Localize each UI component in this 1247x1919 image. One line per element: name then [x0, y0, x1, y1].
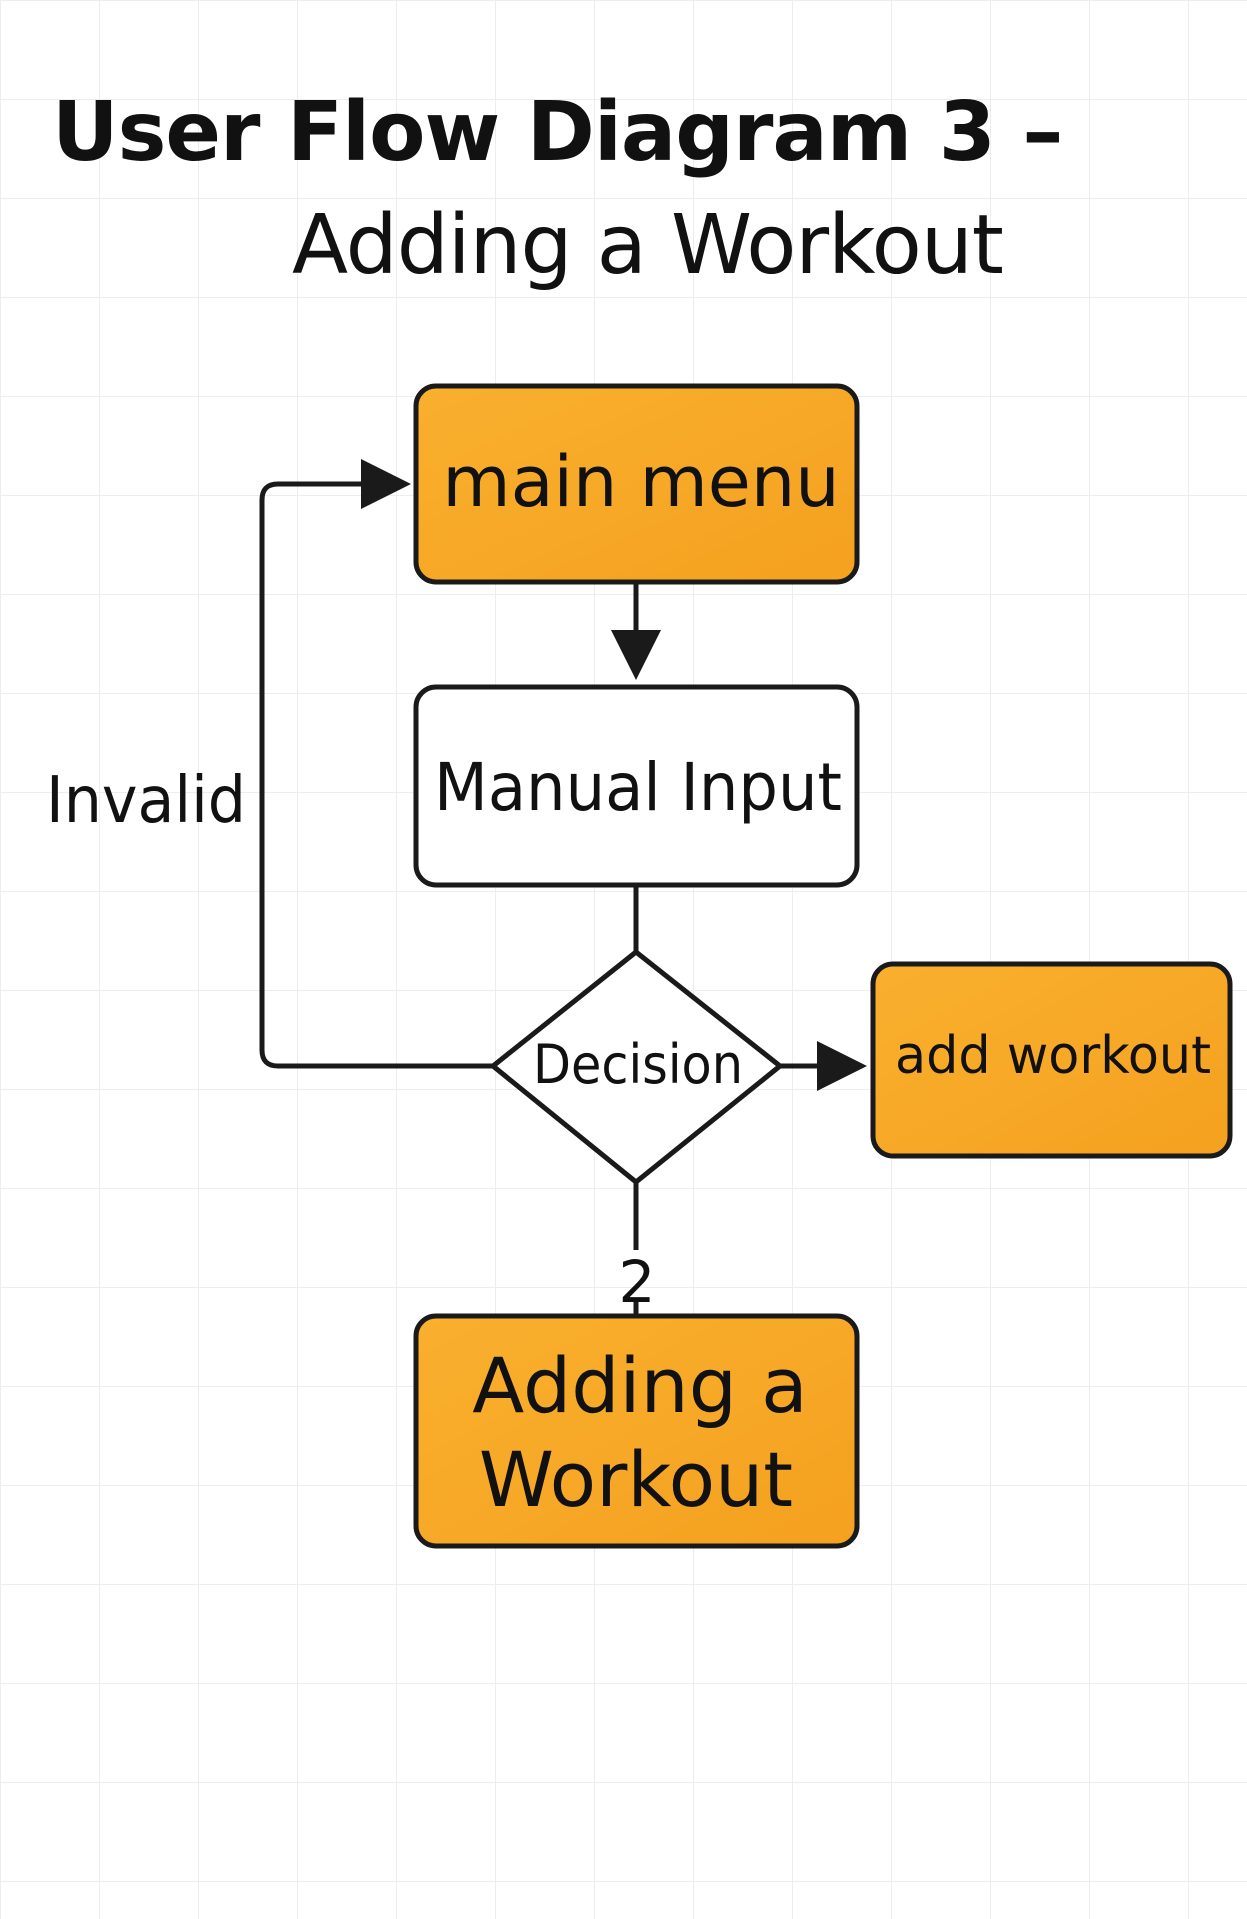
node-main-menu-label: main menu: [442, 441, 839, 523]
node-adding-a-workout: [413, 1313, 860, 1549]
node-main-menu: [413, 383, 860, 585]
node-decision-label: Decision: [533, 1033, 743, 1096]
diagram-title-line1: User Flow Diagram 3 –: [52, 85, 1063, 180]
edge-decision-invalid-loop: [259, 459, 493, 1069]
node-manual-input: [413, 684, 860, 888]
node-decision: [489, 948, 785, 1186]
node-adding-a-workout-label-line2: Workout: [479, 1435, 793, 1524]
node-add-workout: [870, 961, 1233, 1159]
edge-label-invalid: Invalid: [46, 764, 246, 838]
edge-label-two: 2: [619, 1248, 656, 1316]
diagram-title-line2: Adding a Workout: [292, 198, 1004, 293]
node-manual-input-label: Manual Input: [434, 749, 842, 826]
node-add-workout-label: add workout: [895, 1026, 1211, 1086]
node-adding-a-workout-label-line1: Adding a: [472, 1341, 807, 1430]
